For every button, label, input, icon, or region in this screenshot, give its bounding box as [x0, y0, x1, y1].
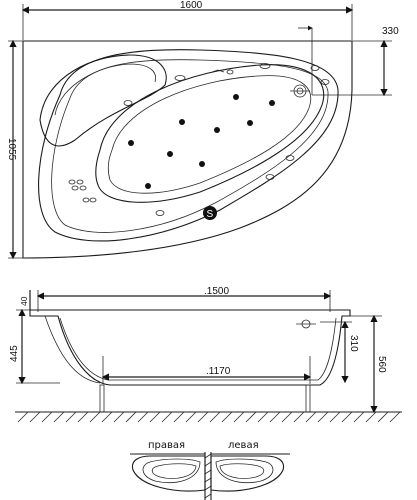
inner-depth-label: 310 — [348, 335, 359, 352]
tub-side-body — [29, 309, 351, 386]
length-label: .1500 — [204, 286, 229, 297]
drain-icon — [290, 84, 310, 98]
right-variant-tub — [131, 455, 206, 492]
total-height-label: 560 — [376, 356, 387, 373]
side-view: .1500 40 445 310 — [9, 286, 402, 423]
overflow-icon — [296, 319, 316, 329]
rim-label: 40 — [19, 296, 29, 306]
variant-legend: правая левая — [130, 440, 290, 500]
control-knob-icon: S — [203, 206, 217, 220]
svg-text:S: S — [207, 209, 214, 220]
rim-jets — [123, 63, 330, 216]
air-jets — [128, 94, 275, 189]
height-label: 445 — [9, 345, 20, 362]
inner-basin — [95, 64, 325, 203]
width-label: 1600 — [180, 0, 203, 11]
floor-hatching — [17, 411, 401, 423]
tub-rim — [38, 49, 339, 242]
depth-label: 1055 — [6, 138, 17, 161]
left-variant-tub — [210, 455, 285, 492]
headrest — [39, 54, 167, 147]
right-variant-label: правая — [148, 440, 185, 451]
tub-outer-contour — [22, 40, 353, 259]
bottom-length-label: .1170 — [206, 366, 231, 377]
offset-label: 330 — [382, 26, 399, 37]
tub-feet — [99, 384, 311, 413]
top-view: 1600 1055 330 — [6, 0, 399, 260]
left-variant-label: левая — [228, 440, 259, 451]
side-jets — [68, 179, 97, 203]
